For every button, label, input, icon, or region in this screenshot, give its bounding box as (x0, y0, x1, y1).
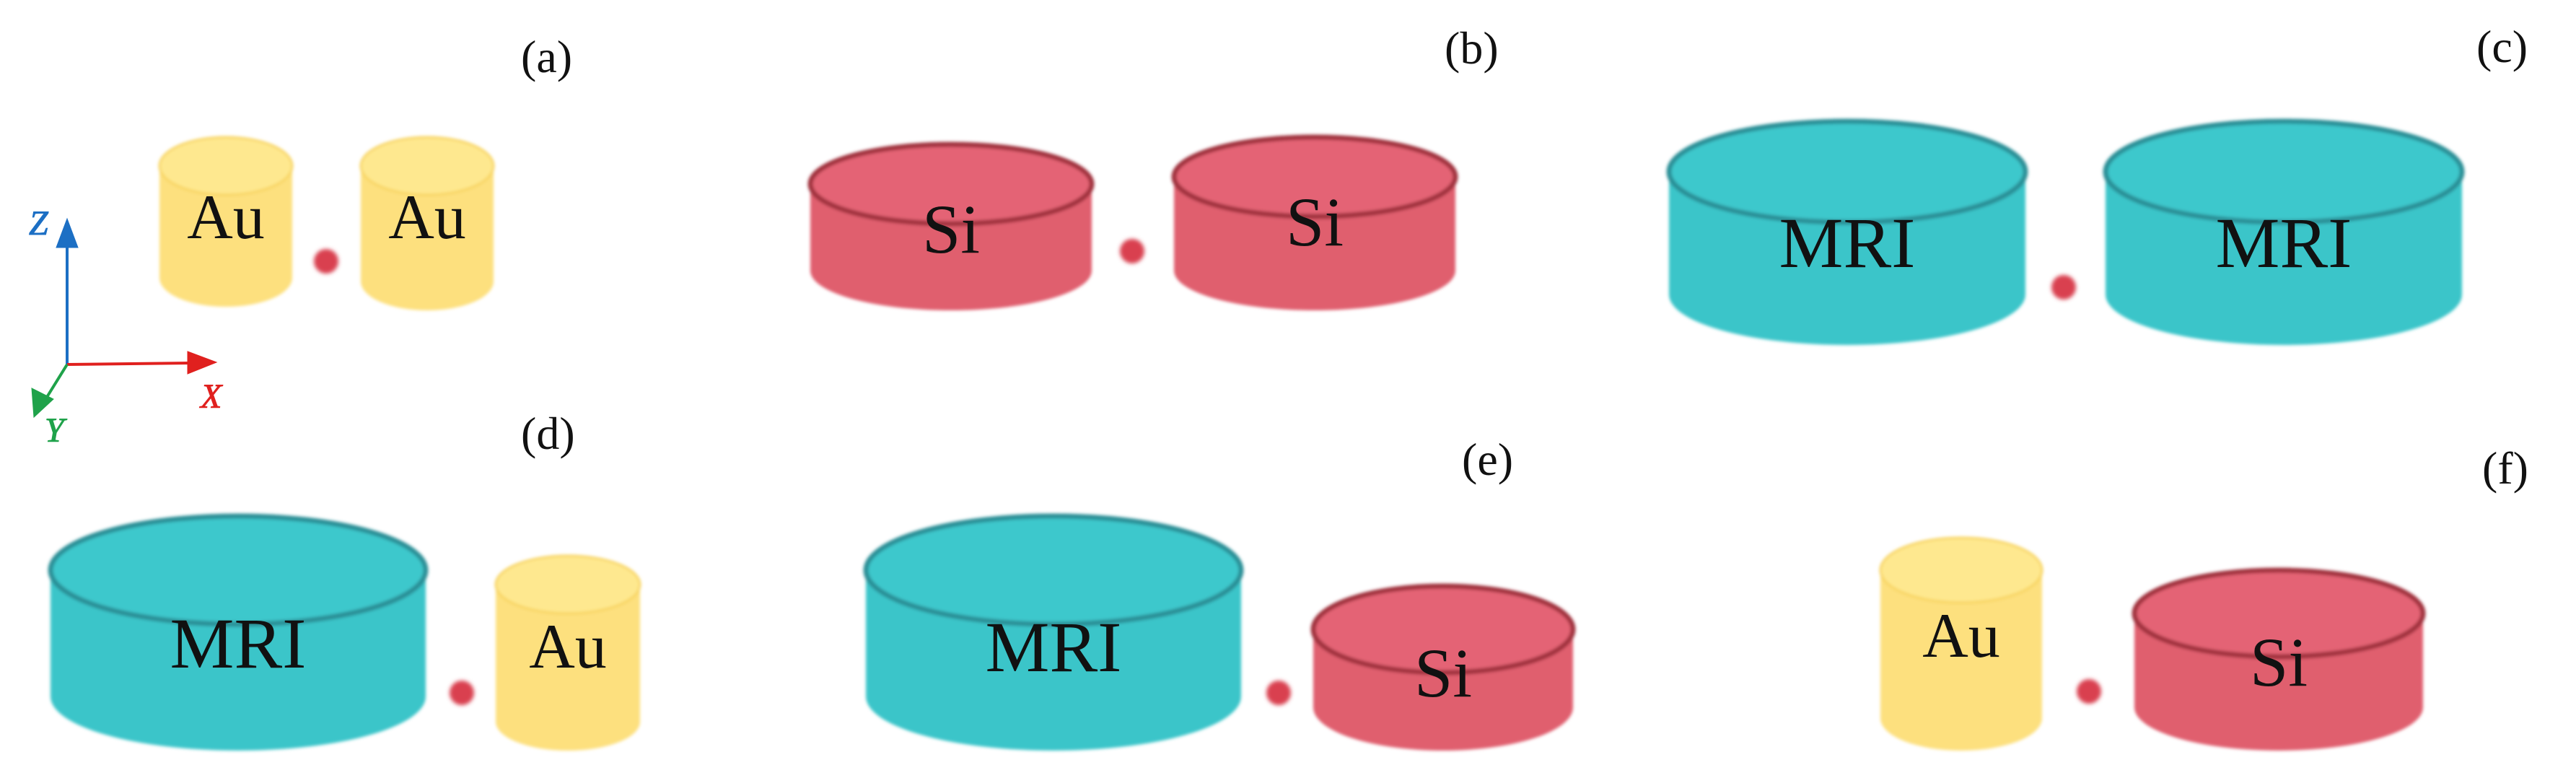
material-label-b-left: Si (922, 191, 980, 268)
cylinder-d-right (494, 554, 641, 751)
cylinder-top (807, 141, 1095, 227)
panel-label-f: (f) (2482, 442, 2528, 494)
cylinder-d-left (48, 513, 429, 751)
panel-label-c: (c) (2476, 21, 2528, 72)
cylinder-top (48, 513, 429, 627)
cylinder-body (1880, 570, 2042, 751)
y-axis-label: Y (45, 411, 67, 450)
cylinder-top (494, 554, 641, 615)
cylinder-top (1879, 536, 2043, 604)
cylinder-e-right (1310, 583, 1576, 751)
cylinder-c-right (2103, 118, 2465, 345)
cylinder-f-right (2132, 567, 2426, 751)
x-axis-label: X (199, 377, 223, 416)
cylinder-top (1171, 134, 1458, 219)
panel-label-e: (e) (1462, 434, 1513, 485)
material-label-d-left: MRI (170, 603, 307, 683)
gap-emitter-dot-e (1266, 681, 1291, 705)
material-label-f-left: Au (1922, 601, 2000, 671)
cylinder-c-left (1666, 118, 2028, 345)
cylinder-a-left (158, 136, 294, 307)
material-label-a-right: Au (388, 183, 466, 253)
cylinder-b-left (807, 141, 1095, 310)
coordinate-axes: Z X Y (29, 204, 224, 450)
gap-emitter-dot-a (314, 249, 338, 274)
cylinder-top (359, 136, 495, 196)
material-label-c-right: MRI (2216, 203, 2352, 283)
gap-emitter-dot-d (450, 681, 474, 705)
cylinder-b-right (1171, 134, 1458, 310)
cylinder-top (1666, 118, 2028, 225)
material-label-e-right: Si (1414, 634, 1472, 712)
cylinder-a-right (359, 136, 495, 310)
panel-label-d: (d) (521, 408, 575, 459)
cylinder-top (2132, 567, 2426, 660)
gap-emitter-dot-b (1120, 239, 1144, 263)
x-axis-line (66, 362, 194, 366)
material-label-c-left: MRI (1779, 203, 1916, 283)
cylinder-top (158, 136, 294, 196)
cylinder-top (2103, 118, 2465, 225)
z-axis-label: Z (29, 204, 49, 242)
panel-label-a: (a) (521, 31, 572, 82)
material-label-d-right: Au (529, 612, 607, 682)
z-axis-arrowhead (56, 217, 79, 248)
y-axis-line (43, 363, 69, 402)
cylinder-e-left (863, 513, 1244, 751)
cylinder-body (496, 585, 640, 751)
material-label-e-left: MRI (986, 607, 1122, 687)
cylinder-top (863, 513, 1244, 627)
gap-emitter-dot-f (2077, 679, 2101, 704)
cylinder-top (1310, 583, 1576, 676)
y-axis-arrowhead (31, 388, 54, 419)
cylinder-body (159, 166, 292, 307)
cylinder-body (361, 166, 494, 310)
material-label-a-left: Au (187, 183, 265, 253)
material-label-b-right: Si (1286, 183, 1344, 261)
cylinder-f-left (1879, 536, 2043, 751)
gap-emitter-dot-c (2051, 275, 2076, 300)
material-label-f-right: Si (2250, 624, 2308, 701)
panel-label-b: (b) (1445, 22, 1499, 74)
x-axis-arrowhead (187, 351, 218, 375)
